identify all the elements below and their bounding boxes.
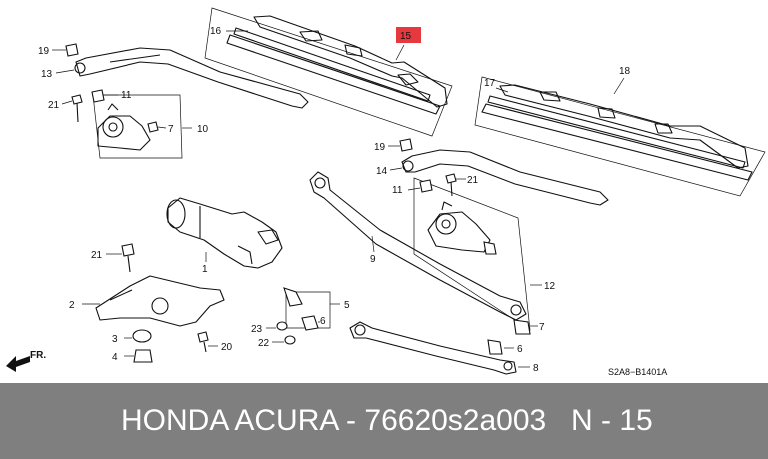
callout-13: 13 — [41, 69, 53, 80]
callout-7a: 7 — [168, 124, 174, 135]
callout-15: 15 — [400, 31, 412, 42]
left-pivot-assembly — [91, 89, 192, 159]
link-rod-9 — [309, 171, 527, 321]
callout-9: 9 — [370, 254, 376, 265]
callout-11a: 11 — [121, 90, 132, 101]
callout-7b: 7 — [539, 322, 545, 333]
callout-5: 5 — [344, 300, 350, 311]
callout-16: 16 — [210, 26, 222, 37]
front-label: FR. — [30, 350, 46, 361]
callout-21c: 21 — [467, 175, 479, 186]
callout-22: 22 — [258, 338, 270, 349]
callout-21b: 21 — [91, 250, 103, 261]
parts-diagram: 15 16 17 18 13 19 21 — [6, 7, 766, 377]
bolt-21a — [61, 94, 83, 123]
callout-19b: 19 — [374, 142, 386, 153]
caption-bar: HONDA ACURA - 76620s2a003 N - 15 — [0, 383, 768, 459]
callout-6b: 6 — [517, 344, 523, 355]
callout-10: 10 — [197, 124, 209, 135]
callout-21a: 21 — [48, 100, 60, 111]
bushing-right — [487, 319, 538, 355]
grommet-3-collar-4 — [124, 329, 153, 363]
callout-2: 2 — [69, 300, 75, 311]
callout-6a: 6 — [320, 316, 326, 327]
motor-bracket — [82, 275, 225, 327]
callout-17: 17 — [484, 78, 496, 89]
callout-15-highlight: 15 — [396, 27, 421, 43]
front-arrow-icon: FR. — [6, 350, 46, 372]
callout-12: 12 — [544, 281, 556, 292]
diagram-code: S2A8−B1401A — [608, 367, 667, 377]
callout-4: 4 — [112, 352, 118, 363]
passenger-blade-assembly — [474, 76, 766, 197]
callout-14: 14 — [376, 166, 388, 177]
callout-23: 23 — [251, 324, 263, 335]
part-number-caption: HONDA ACURA - 76620s2a003 — [121, 404, 547, 437]
callout-8: 8 — [533, 363, 539, 374]
wiper-motor — [166, 197, 283, 269]
left-wiper-arm — [55, 47, 309, 109]
ball-joint-assembly — [266, 287, 340, 345]
callout-20: 20 — [221, 342, 233, 353]
bolt-21b — [106, 243, 135, 273]
arm-cap-19a — [52, 43, 79, 57]
bolt-20 — [197, 331, 218, 353]
link-rod-8 — [349, 321, 530, 375]
bolt-21c — [445, 173, 466, 197]
callout-1: 1 — [202, 264, 208, 275]
arm-cap-19b — [388, 138, 413, 152]
callout-19a: 19 — [38, 46, 50, 57]
callout-11b: 11 — [392, 185, 403, 196]
callout-3: 3 — [112, 334, 118, 345]
right-pivot-assembly — [407, 177, 542, 331]
right-wiper-arm — [389, 149, 609, 206]
reference-number-caption: N - 15 — [571, 404, 653, 437]
callout-18: 18 — [619, 66, 631, 77]
driver-blade-assembly — [204, 7, 453, 137]
